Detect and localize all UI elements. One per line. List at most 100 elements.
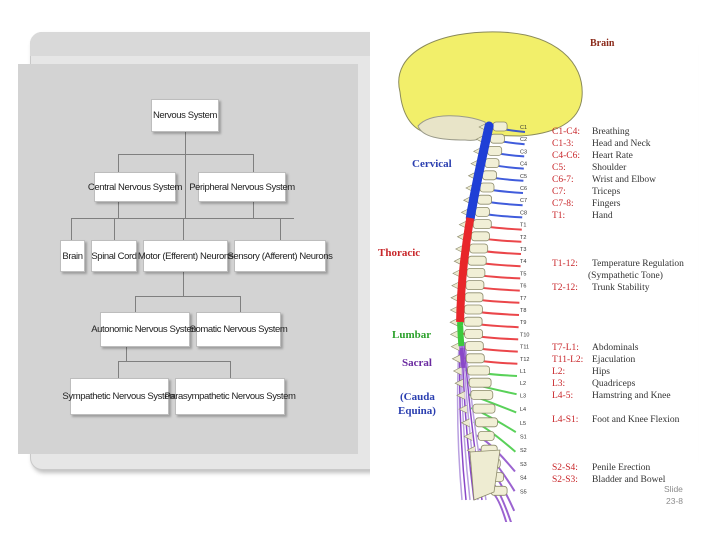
vertebra-process [463, 432, 473, 441]
function-code: C4-C6: [552, 151, 580, 161]
connector [126, 347, 127, 361]
function-code: T7-L1: [552, 343, 579, 353]
vertebra [482, 170, 497, 181]
vertebra-labels: C1C2C3C4C5C6C7C8T1T2T3T4T5T6T7T8T9T10T11… [520, 125, 529, 495]
node-central-nervous-system: Central Nervous System [88, 172, 182, 202]
function-code: L2: [552, 367, 565, 377]
vertebra-label: C6 [520, 186, 527, 192]
vertebra [492, 121, 508, 132]
vertebra [465, 280, 485, 291]
vertebra-label: L5 [520, 421, 526, 427]
vertebra-label: T10 [520, 332, 529, 338]
vertebra-process [456, 391, 465, 400]
vertebra [472, 219, 492, 230]
vertebra-label: T1 [520, 223, 526, 229]
function-text: Heart Rate [592, 151, 633, 161]
function-code: S2-S4: [552, 463, 578, 473]
vertebra-label: T3 [520, 247, 526, 253]
function-text: Temperature Regulation [592, 259, 684, 269]
connector [280, 218, 281, 240]
function-text: Shoulder [592, 163, 627, 173]
lumbar-cord [457, 321, 465, 347]
connector [230, 361, 231, 378]
function-code: S2-S3: [552, 475, 578, 485]
function-code: L4-S1: [552, 415, 578, 425]
sacral-label: Sacral [402, 357, 432, 369]
node-peripheral-nervous-system: Peripheral Nervous System [189, 172, 295, 202]
vertebra [465, 353, 485, 364]
function-text: Ejaculation [592, 355, 636, 365]
function-text: Trunk Stability [592, 283, 650, 293]
connector [183, 218, 184, 240]
function-code: T1: [552, 211, 565, 221]
function-text: Hand [592, 211, 613, 221]
node-parasympathetic-nervous-system: Parasympathetic Nervous System [164, 378, 296, 415]
vertebra-process [450, 342, 460, 351]
function-code: C7-8: [552, 199, 574, 209]
equina-label: Equina) [398, 405, 436, 417]
vertebra [467, 255, 487, 266]
vertebra-label: L2 [520, 381, 526, 387]
thoracic-cord [456, 217, 475, 323]
function-code: T1-12: [552, 259, 578, 269]
vertebra-label: C2 [520, 137, 527, 143]
connector [71, 218, 294, 219]
function-code: L3: [552, 379, 565, 389]
vertebra [484, 158, 500, 169]
connector [183, 272, 184, 296]
vertebra-label: C8 [520, 210, 527, 216]
function-text: Hips [592, 367, 610, 377]
vertebra-label: L1 [520, 369, 526, 375]
cerebellum-shape [417, 115, 487, 141]
vertebra [477, 194, 492, 205]
vertebra-label: C5 [520, 174, 527, 180]
vertebra-process [449, 317, 459, 327]
vertebra [464, 292, 484, 303]
anatomy-drawing [398, 31, 583, 522]
sacrum-shape [469, 449, 501, 501]
slide-number-value: 23-8 [666, 496, 684, 506]
function-text: Breathing [592, 127, 630, 137]
vertebra [466, 267, 486, 278]
vertebra-label: C1 [520, 125, 527, 131]
cervical-cord [465, 121, 494, 223]
function-text: (Sympathetic Tone) [588, 270, 663, 281]
vertebra-process [452, 366, 462, 376]
node-somatic-nervous-system: Somatic Nervous System [190, 312, 288, 347]
vertebra-label: L3 [520, 393, 526, 399]
function-code: C7: [552, 187, 566, 197]
function-code: C5: [552, 163, 566, 173]
thoracic-label: Thoracic [378, 247, 420, 259]
vertebra-label: T5 [520, 271, 526, 277]
vertebra [463, 316, 483, 327]
vertebra-process [451, 354, 461, 364]
vertebra [472, 403, 496, 414]
spine-diagram: C1C2C3C4C5C6C7C8T1T2T3T4T5T6T7T8T9T10T11… [378, 31, 684, 522]
function-text: Foot and Knee Flexion [592, 415, 680, 425]
nervous-system-chart: Nervous System Central Nervous System Pe… [18, 64, 358, 454]
function-text: Hamstring and Knee [592, 391, 671, 401]
function-code: C6-7: [552, 175, 574, 185]
connector [118, 154, 253, 155]
vertebra-process [460, 418, 470, 428]
function-code: T11-L2: [552, 355, 583, 365]
vertebra-label: C7 [520, 198, 527, 204]
vertebra [464, 304, 483, 315]
vertebra-process [458, 404, 468, 414]
region-labels: BrainCervicalThoracicLumbarSacral(CaudaE… [378, 38, 615, 417]
lumbar-label: Lumbar [392, 329, 431, 341]
vertebra-label: S5 [520, 489, 527, 495]
vertebra [475, 206, 490, 217]
node-spinal-cord: Spinal Cord [91, 240, 137, 272]
connector [253, 202, 254, 218]
vertebra-label: C4 [520, 162, 527, 168]
vertebra-label: S4 [520, 476, 527, 482]
slide-number: Slide 23-8 [664, 483, 683, 507]
vertebra-label: T12 [520, 357, 529, 363]
vertebra [479, 182, 495, 193]
vertebra [487, 146, 503, 156]
function-code: T2-12: [552, 283, 578, 293]
vertebra [475, 417, 498, 428]
